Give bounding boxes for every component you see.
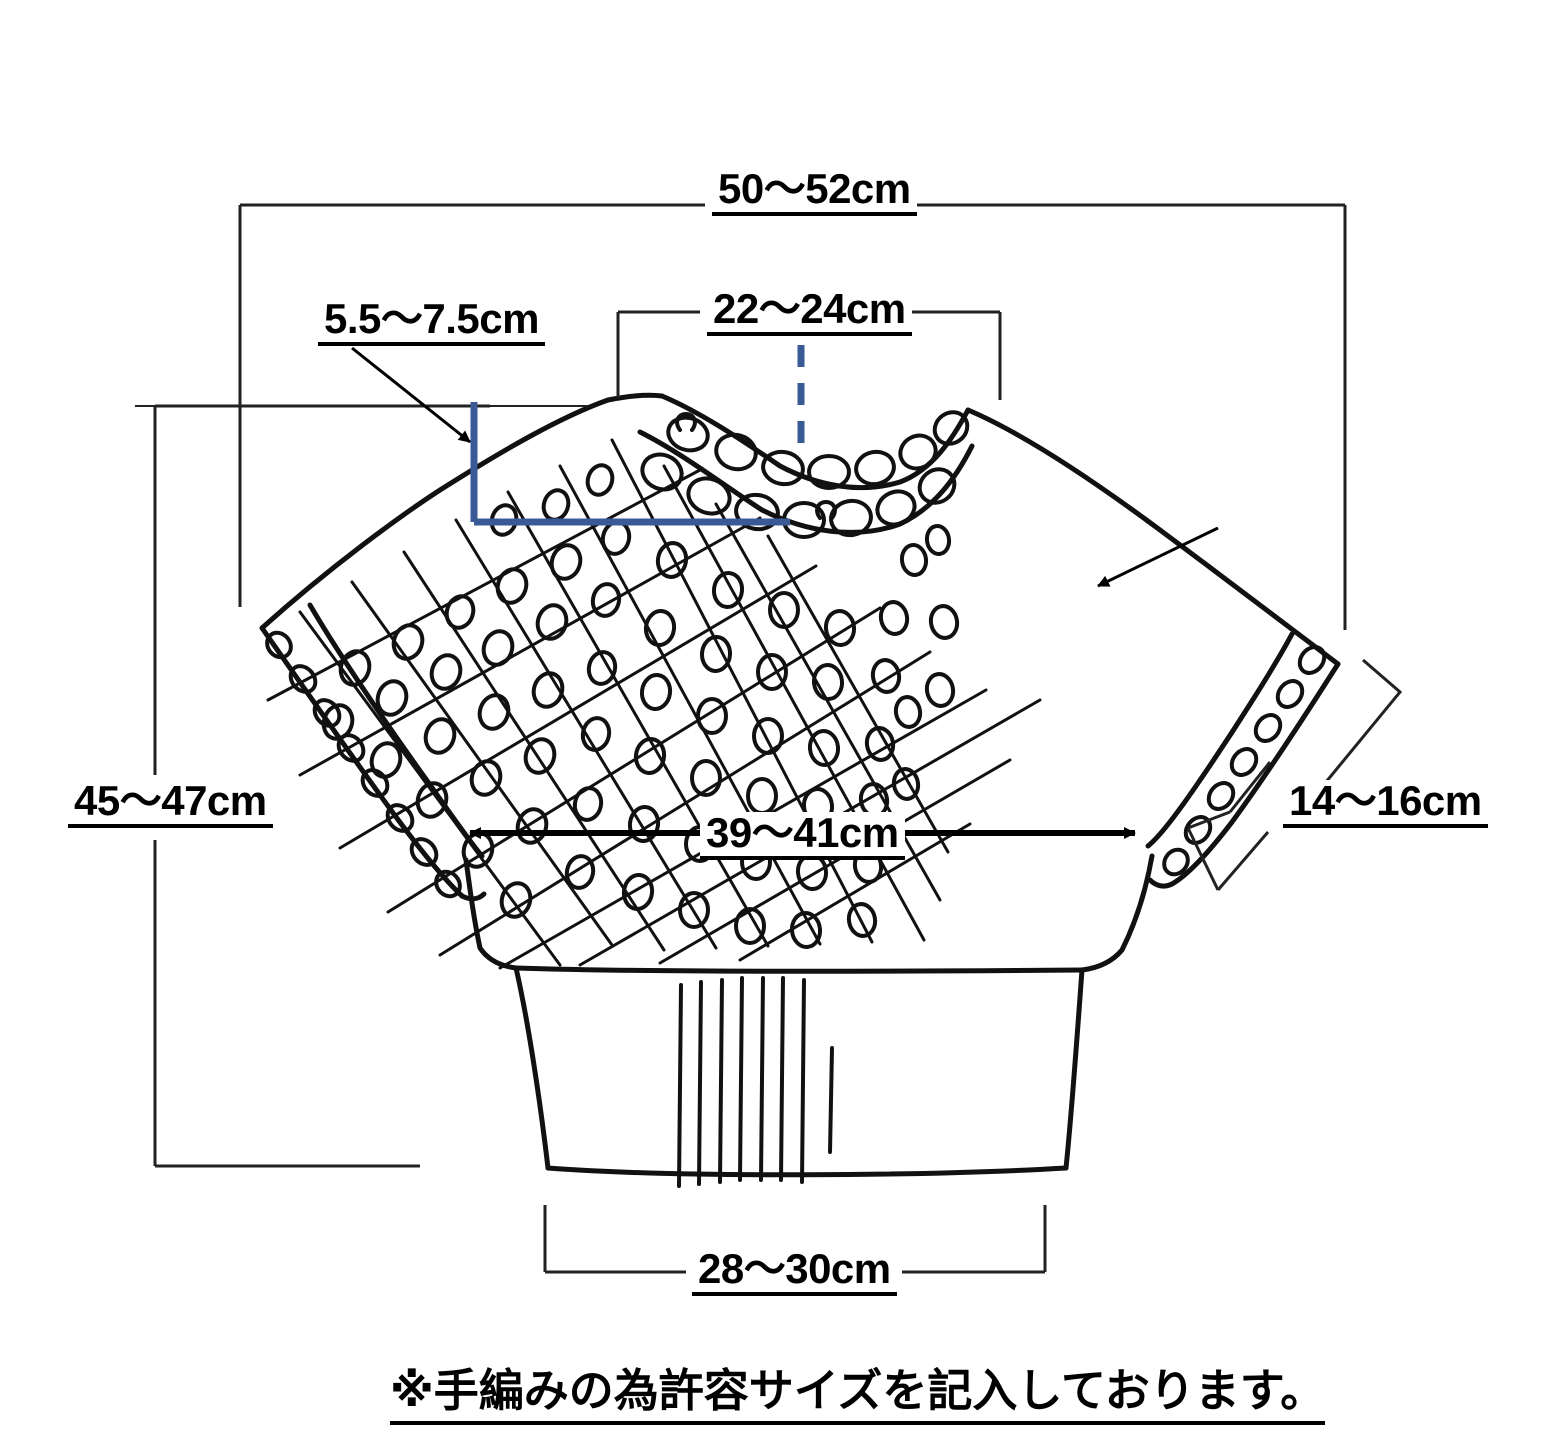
label-neck-width-text: 22〜24cm	[707, 288, 912, 336]
left-cuff-loops	[265, 630, 462, 899]
dimension-shoulder-slope	[135, 346, 588, 444]
label-bust-width-text: 39〜41cm	[700, 812, 905, 860]
label-total-length: 45〜47cm	[68, 780, 273, 828]
note-caption-text: ※手編みの為許容サイズを記入しております。	[390, 1354, 1326, 1425]
label-sleeve-opening: 14〜16cm	[1283, 780, 1488, 828]
garment-outline	[259, 392, 1341, 1178]
shoulder-slope-accent-marker	[470, 402, 790, 526]
dimension-total-width	[238, 203, 1347, 630]
label-bust-width: 39〜41cm	[700, 812, 905, 860]
label-total-width: 50〜52cm	[712, 168, 917, 216]
dimension-neck-width	[616, 310, 1002, 400]
garment-sketch	[259, 392, 1341, 1188]
note-caption: ※手編みの為許容サイズを記入しております。	[390, 1354, 1326, 1425]
label-hem-width: 28〜30cm	[692, 1248, 897, 1296]
dimension-hem-width	[543, 1205, 1047, 1274]
hem-ribbing-lines	[677, 976, 834, 1188]
label-hem-width-text: 28〜30cm	[692, 1248, 897, 1296]
label-total-width-text: 50〜52cm	[712, 168, 917, 216]
label-neck-width: 22〜24cm	[707, 288, 912, 336]
label-sleeve-opening-text: 14〜16cm	[1283, 780, 1488, 828]
label-total-length-text: 45〜47cm	[68, 780, 273, 828]
dimension-sleeve-opening	[1186, 658, 1403, 891]
right-cuff-loops	[1162, 645, 1327, 877]
label-shoulder-slope: 5.5〜7.5cm	[318, 298, 545, 346]
label-shoulder-slope-text: 5.5〜7.5cm	[318, 298, 545, 346]
shoulder-pointer-arrow	[1097, 526, 1219, 588]
